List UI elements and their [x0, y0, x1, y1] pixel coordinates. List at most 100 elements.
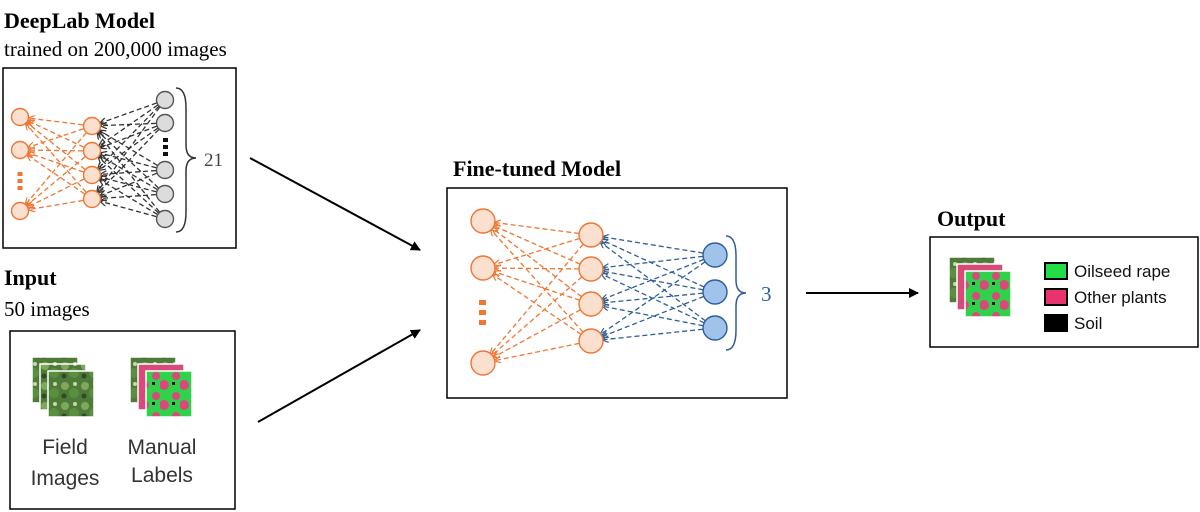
dashed-connection — [99, 104, 158, 146]
finetuned-panel — [446, 187, 788, 399]
input-node — [470, 255, 496, 281]
pretrained-subtitle: trained on 200,000 images — [4, 37, 227, 61]
output-node — [702, 315, 728, 341]
dashed-connection — [602, 258, 705, 299]
hidden-node — [578, 328, 604, 354]
ellipsis-dot — [163, 152, 168, 156]
output-panel — [929, 236, 1199, 348]
dashed-connection — [601, 261, 706, 334]
output-node — [155, 209, 175, 229]
dashed-connection — [603, 271, 704, 291]
dashed-connection — [603, 328, 704, 339]
dashed-connection — [100, 102, 157, 123]
dashed-connection — [493, 275, 582, 335]
legend-swatch — [1044, 314, 1068, 332]
dashed-connection — [100, 131, 158, 166]
finetuned-network — [470, 208, 728, 376]
legend-swatch — [1044, 262, 1068, 280]
hidden-node — [82, 165, 102, 185]
dashed-connection — [603, 255, 704, 267]
input-node — [10, 107, 30, 127]
legend-label: Oilseed rape — [1074, 262, 1170, 281]
output-node — [155, 160, 175, 180]
pretrained-output-brace — [175, 87, 197, 233]
pretrained-to-finetuned-arrow — [249, 157, 421, 251]
dashed-connection — [29, 153, 84, 173]
output-node — [155, 184, 175, 204]
input-title: Input — [4, 265, 57, 290]
dashed-connection — [494, 237, 580, 265]
dashed-connection — [26, 124, 87, 193]
ellipsis-dot — [163, 138, 168, 142]
legend-label: Soil — [1074, 314, 1102, 333]
field-images-label-line1: Field — [42, 436, 88, 459]
finetuned-class-count: 3 — [761, 282, 772, 306]
dashed-connection — [29, 118, 84, 126]
dashed-connection — [603, 306, 704, 327]
manual-labels-label-line1: Manual — [128, 436, 197, 459]
dashed-connection — [100, 172, 157, 195]
input-node — [470, 350, 496, 376]
hidden-node — [578, 291, 604, 317]
legend-label: Other plants — [1074, 288, 1167, 307]
dashed-connection — [603, 237, 704, 254]
finetuned-output-brace — [725, 235, 747, 351]
input-subtitle: 50 images — [4, 297, 90, 321]
dashed-connection — [100, 180, 158, 215]
legend-swatch — [1044, 288, 1068, 306]
output-image-stack — [948, 256, 1012, 318]
input-to-finetuned-arrow — [257, 329, 421, 423]
dashed-connection — [100, 125, 157, 148]
ellipsis-dot — [17, 186, 23, 190]
pretrained-network — [10, 90, 175, 229]
hidden-node — [578, 222, 604, 248]
dashed-connection — [602, 274, 705, 324]
dashed-connection — [98, 105, 160, 168]
ellipsis-dot — [479, 300, 486, 305]
dashed-connection — [99, 157, 159, 214]
dashed-connection — [27, 155, 85, 195]
dashed-connection — [495, 223, 580, 235]
finetuned-title: Fine-tuned Model — [453, 156, 621, 181]
manual-labels-label-line2: Labels — [131, 464, 193, 487]
dashed-connection — [99, 127, 159, 170]
pretrained-title: DeepLab Model — [4, 8, 155, 33]
output-node — [702, 242, 728, 268]
dashed-connection — [101, 201, 157, 218]
dashed-connection — [494, 272, 580, 301]
dashed-connection — [493, 228, 582, 298]
dashed-connection — [27, 156, 86, 205]
manual-labels-stack — [129, 356, 193, 418]
output-node — [155, 113, 175, 133]
dashed-connection — [602, 295, 705, 336]
output-title: Output — [937, 206, 1006, 231]
dashed-connection — [28, 121, 85, 148]
input-node — [10, 201, 30, 221]
pretrained-panel — [2, 67, 237, 249]
field-images-label-line2: Images — [31, 467, 100, 490]
field-images-stack — [31, 356, 95, 418]
input-panel — [9, 330, 236, 510]
input-node — [10, 140, 30, 160]
dashed-connection — [491, 243, 584, 354]
hidden-node — [82, 189, 102, 209]
dashed-connection — [101, 123, 157, 125]
dashed-connection — [602, 240, 705, 288]
dashed-connection — [27, 123, 86, 170]
dashed-connection — [494, 309, 581, 357]
dashed-connection — [601, 242, 706, 322]
dashed-connection — [98, 133, 160, 213]
dashed-connection — [495, 268, 580, 269]
dashed-connection — [492, 276, 583, 355]
hidden-node — [82, 141, 102, 161]
dashed-connection — [495, 342, 580, 360]
ellipsis-dot — [479, 310, 486, 315]
dashed-connection — [29, 128, 84, 147]
dashed-connection — [29, 199, 84, 209]
hidden-node — [82, 116, 102, 136]
hidden-node — [578, 256, 604, 282]
ellipsis-dot — [479, 320, 486, 325]
dashed-connection — [99, 132, 159, 189]
